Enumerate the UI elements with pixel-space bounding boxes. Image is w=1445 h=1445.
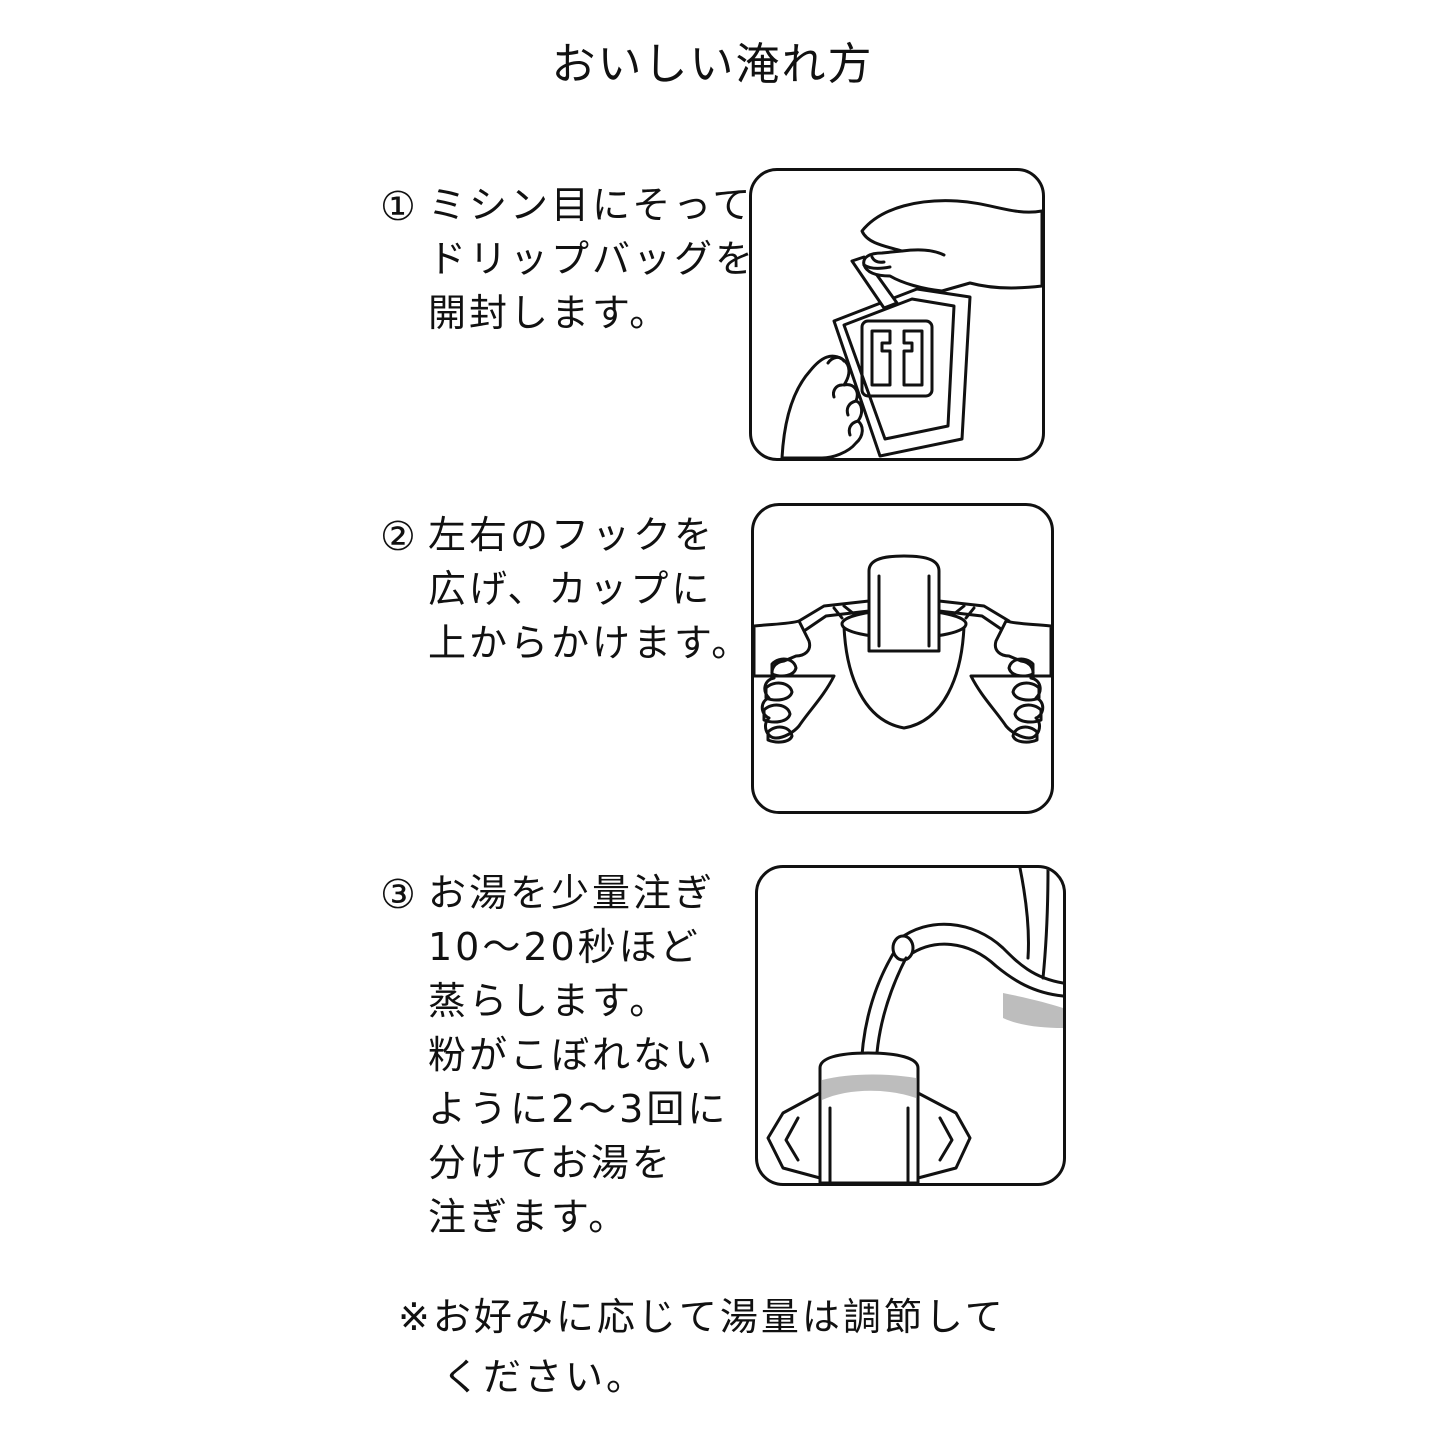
step-line: ミシン目にそって xyxy=(428,183,754,227)
illustration-pour xyxy=(755,865,1066,1186)
hands-opening-drip-bag-illustration xyxy=(780,199,1042,458)
step-instructions: ミシン目にそって ドリップバッグを 開封します。 xyxy=(428,178,756,340)
step-line: 10〜20秒ほど xyxy=(428,925,701,969)
step-line: 広げ、カップに xyxy=(428,567,713,611)
step-instructions: 左右のフックを 広げ、カップに 上からかけます。 xyxy=(428,508,752,670)
step-line: 左右のフックを xyxy=(428,513,716,557)
step-line: 分けてお湯を xyxy=(428,1141,673,1185)
step-line: 蒸らします。 xyxy=(428,979,671,1023)
step-2: ② 左右のフックを 広げ、カップに 上からかけます。 xyxy=(380,508,749,678)
step-line: 開封します。 xyxy=(428,291,671,335)
step-3: ③ お湯を少量注ぎ 10〜20秒ほど 蒸らします。 粉がこぼれない ように2〜3… xyxy=(380,866,740,1246)
footnote: ※お好みに応じて湯量は調節して ください。 xyxy=(398,1287,1006,1407)
step-number: ① xyxy=(380,184,416,230)
kettle-pouring-into-drip-bag-illustration xyxy=(766,868,1063,1183)
illustration-hook-cup xyxy=(751,503,1054,814)
hands-hooking-drip-bag-on-cup-illustration xyxy=(754,554,1051,744)
step-line: 注ぎます。 xyxy=(428,1195,630,1239)
step-line: 上からかけます。 xyxy=(428,621,753,665)
step-instructions: お湯を少量注ぎ 10〜20秒ほど 蒸らします。 粉がこぼれない ように2〜3回に… xyxy=(428,866,728,1244)
step-number: ② xyxy=(380,514,416,560)
step-line: 粉がこぼれない xyxy=(428,1033,716,1077)
footnote-line: ※お好みに応じて湯量は調節して xyxy=(398,1295,1006,1339)
page-title: おいしい淹れ方 xyxy=(551,39,874,90)
step-1: ① ミシン目にそって ドリップバッグを 開封します。 xyxy=(380,178,753,348)
step-line: ように2〜3回に xyxy=(428,1087,729,1131)
illustration-open-bag xyxy=(749,168,1045,461)
footnote-line: ください。 xyxy=(442,1355,648,1399)
step-line: お湯を少量注ぎ xyxy=(428,871,716,915)
step-number: ③ xyxy=(380,872,416,918)
step-line: ドリップバッグを xyxy=(428,237,757,281)
